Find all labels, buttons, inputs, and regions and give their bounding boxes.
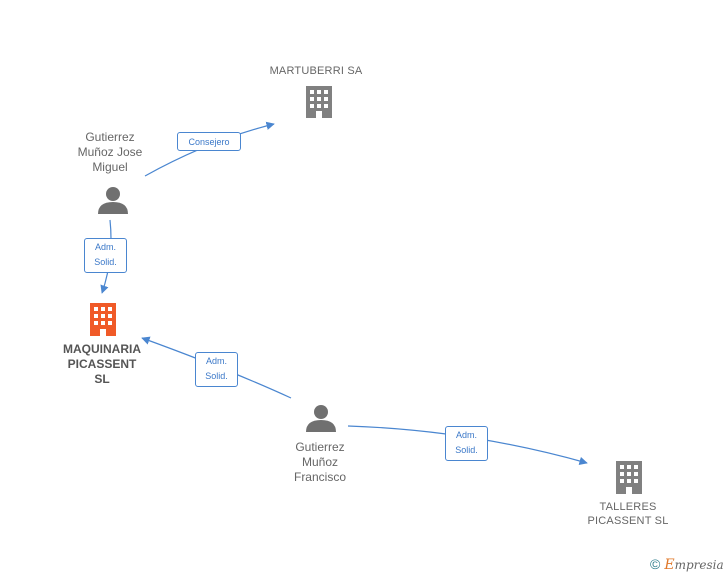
label-line: Miguel xyxy=(92,160,128,174)
building-icon-main xyxy=(90,303,116,336)
node-label-talleres[interactable]: TALLERES PICASSENT SL xyxy=(572,500,684,528)
node-label-gutierrez-francisco[interactable]: Gutierrez Muñoz Francisco xyxy=(270,440,370,485)
building-icon xyxy=(306,86,332,118)
edge-label-text: Solid. xyxy=(205,371,228,381)
edge-label-text: Consejero xyxy=(188,137,230,147)
edge-label-consejero[interactable]: Consejero xyxy=(177,132,241,151)
edge-label-text: Solid. xyxy=(455,445,478,455)
label-line: PICASSENT xyxy=(67,357,137,371)
edge-label-adm-jose[interactable]: Adm. Solid. xyxy=(84,238,127,273)
edge-label-text: Solid. xyxy=(94,257,117,267)
edge-label-adm-francisco-maquinaria[interactable]: Adm. Solid. xyxy=(195,352,238,387)
node-label-martuberri[interactable]: MARTUBERRI SA xyxy=(258,64,374,78)
label-line: SL xyxy=(94,372,110,386)
node-label-gutierrez-jose[interactable]: Gutierrez Muñoz Jose Miguel xyxy=(60,130,160,175)
label-line: Muñoz xyxy=(301,455,339,469)
label-line: Gutierrez xyxy=(295,440,345,454)
edge-label-text: Adm. xyxy=(94,242,116,252)
label-line: TALLERES xyxy=(599,501,657,513)
label-line: Francisco xyxy=(293,470,346,484)
edge-label-text: Adm. xyxy=(455,430,477,440)
person-icon xyxy=(306,405,336,432)
building-icon xyxy=(616,461,642,494)
edge-label-text: Adm. xyxy=(205,356,227,366)
person-icon xyxy=(98,187,128,214)
brand-rest: mpresia xyxy=(674,558,724,572)
martuberri-name: MARTUBERRI SA xyxy=(269,65,363,77)
copyright-symbol: © xyxy=(650,556,661,572)
node-label-maquinaria[interactable]: MAQUINARIA PICASSENT SL xyxy=(48,342,156,387)
label-line: Gutierrez xyxy=(85,130,135,144)
label-line: MAQUINARIA xyxy=(63,342,141,356)
label-line: PICASSENT SL xyxy=(587,515,669,527)
footer-brand[interactable]: ©Empresia xyxy=(650,556,724,573)
label-line: Muñoz Jose xyxy=(77,145,143,159)
edge-label-adm-francisco-talleres[interactable]: Adm. Solid. xyxy=(445,426,488,461)
brand-initial: E xyxy=(664,557,675,573)
brand-logo: Empresia xyxy=(664,557,724,573)
